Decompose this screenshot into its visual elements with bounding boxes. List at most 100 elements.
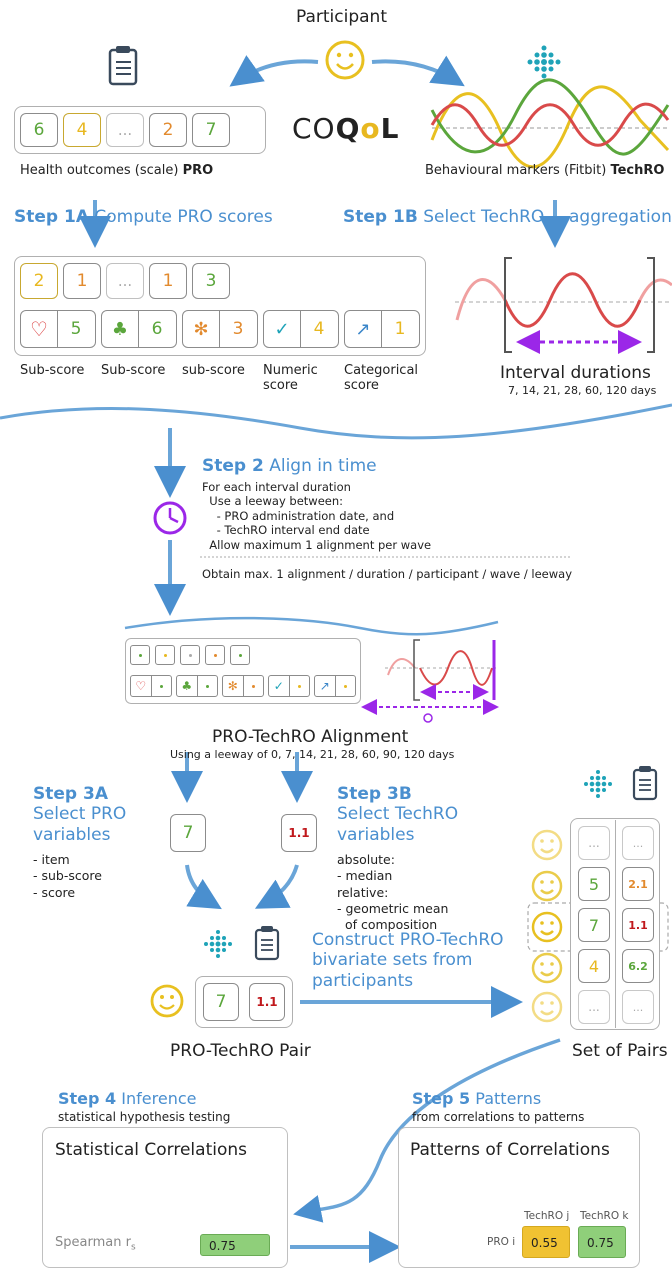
alignment-mini-icon-box: ↗ (314, 675, 356, 697)
step3a-step: Step 3A (33, 784, 108, 804)
techro-label-text: Behavioural markers (Fitbit) (425, 163, 611, 178)
step3a-item-2: - sub-score (33, 868, 102, 884)
arrow-to-techro (371, 55, 465, 87)
step4-step: Step 4 (58, 1089, 117, 1108)
subscore-heart-value: 5 (70, 319, 82, 339)
subscore-group-box: ✻ 3 (182, 310, 258, 348)
techro-label-bold: TechRO (610, 163, 665, 178)
score-r1-4: 1 (149, 263, 187, 299)
pro-label: Health outcomes (scale) PRO (20, 163, 214, 179)
coqol-logo: COQoL (292, 112, 400, 145)
set-pro-value: 7 (578, 908, 610, 942)
spearman-value: 0.75 (200, 1234, 270, 1256)
patterns-value-1: 0.55 (522, 1226, 570, 1258)
step3b-item-4: - geometric mean (337, 900, 449, 916)
step4-title: Step 4 Inference (58, 1089, 196, 1108)
logo-l: L (380, 112, 400, 145)
arrow-to-step4 (293, 1038, 561, 1223)
spearman-text: Spearman r (55, 1235, 131, 1250)
subscore-heart-box: ♡ 5 (20, 310, 96, 348)
techro-label: Behavioural markers (Fitbit) TechRO (425, 163, 665, 179)
construct-l2: bivariate sets from (312, 950, 473, 971)
step3b-l2: variables (337, 824, 415, 845)
step2-text: Align in time (269, 456, 377, 476)
interval-waves (455, 257, 672, 354)
clipboard-icon (108, 46, 138, 86)
section-divider (0, 403, 672, 440)
step2-lines: For each interval duration Use a leeway … (202, 480, 431, 552)
set-smiley-eyes (540, 839, 554, 1005)
arrow-up-right-icon: ↗ (355, 318, 371, 340)
people-icon: ♣ (111, 318, 129, 340)
clipboard-icon-set (632, 766, 658, 801)
arrow-3b-pair (254, 864, 299, 909)
score-r1-5: 3 (192, 263, 230, 299)
interval-title: Interval durations (500, 363, 651, 383)
step3b-l1: Select TechRO (337, 804, 459, 825)
construct-text: Construct PRO-TechRO bivariate sets from… (312, 930, 504, 991)
patterns-value-2: 0.75 (578, 1226, 626, 1258)
pair-pro-value: 7 (203, 983, 239, 1021)
pro-value-4: 2 (149, 113, 187, 147)
alignment-mini-icon-box: ♡ (130, 675, 172, 697)
step5-panel-title: Patterns of Correlations (410, 1140, 610, 1160)
patterns-col1: TechRO j (524, 1210, 570, 1222)
pair-tech-value: 1.1 (249, 983, 285, 1021)
score-label-4: Numeric score (263, 363, 318, 393)
alignment-mini-box (205, 645, 225, 665)
pro-value-3: ... (106, 113, 144, 147)
step3b-item-3: relative: (337, 884, 389, 900)
fitbit-icon-set (584, 770, 612, 798)
set-tech-value: 6.2 (622, 949, 654, 983)
patterns-row: PRO i (487, 1236, 516, 1248)
participant-smiley-icon (325, 40, 365, 80)
alignment-mini-box (130, 645, 150, 665)
step4-panel-title: Statistical Correlations (55, 1140, 247, 1160)
step5-step: Step 5 (412, 1089, 471, 1108)
step1a-step: Step 1A (14, 207, 89, 227)
alignment-bracket (124, 616, 499, 636)
score-r1-3: ... (106, 263, 144, 299)
alignment-mini-box (155, 645, 175, 665)
step1b-text2: aggregations (569, 207, 672, 227)
pair-smiley-icon (150, 984, 184, 1018)
set-divider (615, 820, 616, 1028)
construct-l1: Construct PRO-TechRO (312, 930, 504, 950)
step1b-text: Select TechRO (423, 207, 545, 227)
set-smileys (531, 829, 563, 1023)
subscore-people-box: ♣ 6 (101, 310, 177, 348)
interval-days: 7, 14, 21, 28, 60, 120 days (508, 384, 657, 397)
check-circle-icon: ✓ (274, 318, 290, 340)
numeric-score-value: 4 (313, 319, 325, 339)
fitbit-icon (527, 45, 561, 79)
alignment-mini-box (230, 645, 250, 665)
step2-step: Step 2 (202, 456, 264, 476)
step3a-item-1: - item (33, 852, 70, 867)
techro-waves (430, 78, 670, 169)
logo-o: o (360, 112, 381, 145)
step3b-item-2: - median (337, 868, 393, 884)
alignment-title: PRO-TechRO Alignment (212, 727, 409, 747)
group-icon: ✻ (193, 318, 209, 340)
set-tech-value: 1.1 (622, 908, 654, 942)
spearman-sub: s (130, 1242, 136, 1253)
construct-l3: participants (312, 970, 414, 991)
score-label-5: Categorical score (344, 363, 419, 393)
score-label-3: sub-score (182, 363, 245, 378)
pro-value-2: 4 (63, 113, 101, 147)
step2-obtain: Obtain max. 1 alignment / duration / par… (202, 567, 572, 581)
score-label-1: Sub-score (20, 363, 85, 378)
set-tech-value: 2.1 (622, 867, 654, 901)
step2-title: Step 2 Align in time (202, 456, 377, 477)
alignment-mini-box (180, 645, 200, 665)
step3a-items: - item- sub-score- score (33, 852, 102, 901)
step3b-item-5: of composition (337, 917, 438, 932)
pro-label-bold: PRO (182, 163, 214, 178)
arrow-to-pro (229, 55, 319, 87)
step2-line-2: Use a leeway between: (202, 494, 344, 509)
subscore-group-value: 3 (232, 319, 244, 339)
set-pro-value: 5 (578, 867, 610, 901)
set-pro-value: 4 (578, 949, 610, 983)
